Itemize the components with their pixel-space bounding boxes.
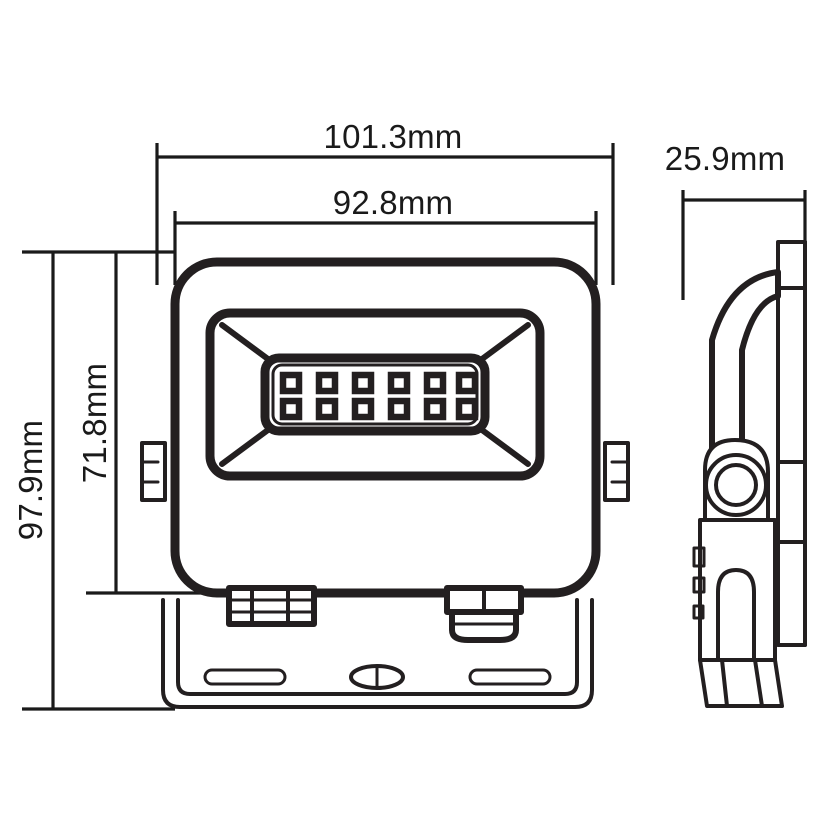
led-chip xyxy=(455,397,479,421)
led-chip xyxy=(279,371,303,395)
cable-gland-body xyxy=(449,609,519,643)
led-chip xyxy=(423,397,447,421)
side-detail-notch-3 xyxy=(692,604,705,620)
bracket-foot-outline xyxy=(698,658,784,708)
left-mounting-tab xyxy=(140,441,167,502)
right-mounting-tab xyxy=(603,441,630,502)
reflector-facet-top-right xyxy=(475,322,531,365)
bracket-slot xyxy=(716,568,756,662)
led-chip xyxy=(351,397,375,421)
bracket-foot-rib-1 xyxy=(720,658,729,708)
led-chip xyxy=(279,397,303,421)
dimension-body-height: 71.8mm xyxy=(76,252,235,595)
terminal-block xyxy=(226,585,317,627)
bracket-lower-outline xyxy=(698,518,777,662)
led-chip xyxy=(315,397,339,421)
led-chip xyxy=(423,371,447,395)
bracket-slot-right xyxy=(468,668,552,686)
dimension-label-body-width: 92.8mm xyxy=(333,184,453,221)
led-row-top xyxy=(279,371,479,395)
bracket-slot-left xyxy=(203,668,287,686)
led-chip xyxy=(455,371,479,395)
housing-profile xyxy=(776,240,807,647)
reflector-outer-frame xyxy=(205,308,545,481)
cable-gland xyxy=(444,585,524,643)
side-front-edge-details xyxy=(692,546,706,620)
dimension-body-width: 92.8mm xyxy=(173,184,598,285)
side-detail-notch-2 xyxy=(692,576,706,594)
led-chip xyxy=(351,371,375,395)
dimension-label-body-height: 71.8mm xyxy=(76,363,113,483)
dimension-label-overall-height: 97.9mm xyxy=(12,420,49,540)
bracket-foot-rib-2 xyxy=(753,658,764,708)
bracket-foot xyxy=(698,658,784,708)
led-panel xyxy=(260,353,490,436)
dimension-label-overall-depth: 25.9mm xyxy=(665,140,785,177)
dimension-overall-width: 101.3mm xyxy=(155,118,615,285)
reflector-facet-bottom-right xyxy=(475,424,531,467)
pivot-bolt-outer xyxy=(704,453,768,517)
pivot-bolt-inner xyxy=(714,463,758,507)
bracket-lower-body xyxy=(698,518,777,662)
dimension-overall-height: 97.9mm xyxy=(12,250,175,711)
led-chip xyxy=(315,371,339,395)
housing-slab-upper xyxy=(776,240,807,464)
reflector-frame xyxy=(205,308,545,481)
bracket-base-inner xyxy=(176,598,579,696)
right-tab-outline xyxy=(603,441,630,502)
led-chip xyxy=(387,397,411,421)
dimension-label-overall-width: 101.3mm xyxy=(324,118,463,155)
side-view xyxy=(692,240,807,708)
led-panel-inner-edge xyxy=(271,363,479,426)
side-detail-notch-1 xyxy=(692,546,706,568)
mounting-bracket-base xyxy=(161,598,594,709)
led-chip xyxy=(387,371,411,395)
front-view xyxy=(140,257,630,709)
bracket-base-outer xyxy=(161,598,594,709)
reflector-facet-bottom-left xyxy=(219,424,275,467)
dimension-overall-depth: 25.9mm xyxy=(665,140,807,300)
reflector-facet-top-left xyxy=(219,322,275,365)
housing-slab-lower xyxy=(776,460,807,647)
led-row-bottom xyxy=(279,397,479,421)
terminal-block-outline xyxy=(226,585,317,627)
